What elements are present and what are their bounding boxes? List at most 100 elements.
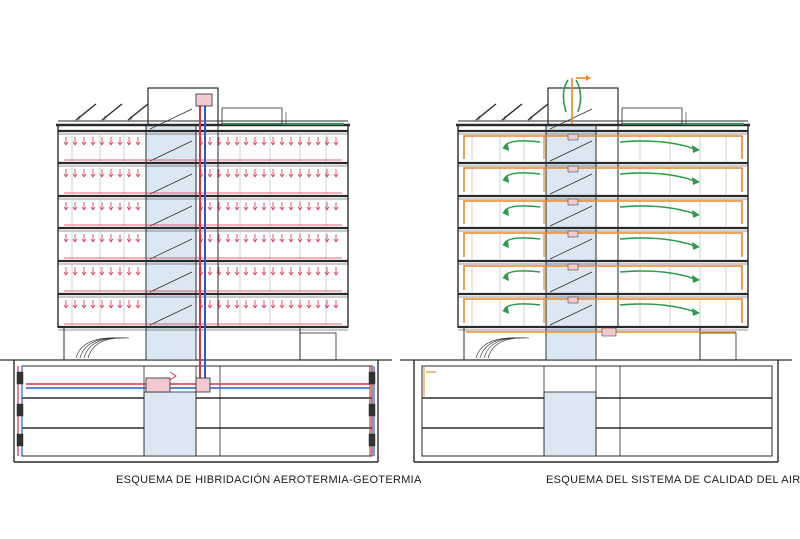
air-handling-box	[567, 198, 579, 206]
emitter-arrow-head	[261, 238, 267, 243]
geothermal-probe	[368, 433, 376, 447]
emitter-arrow-head	[333, 206, 339, 211]
emitter-arrow-head	[279, 271, 285, 276]
airflow-arrow-head	[502, 144, 509, 151]
emitter-arrow-head	[126, 304, 132, 309]
emitter-arrow-head	[207, 304, 213, 309]
stair-flight-6	[549, 304, 593, 326]
stair-flight-4	[549, 238, 593, 260]
emitter-arrow-head	[108, 271, 114, 276]
emitter-arrow-head	[243, 271, 249, 276]
emitter-arrow-head	[261, 271, 267, 276]
emitter-arrow-head	[99, 304, 105, 309]
podium-air-unit	[601, 327, 617, 337]
emitter-arrow-head	[63, 304, 69, 309]
emitter-arrow-head	[243, 238, 249, 243]
emitter-arrow-head	[297, 173, 303, 178]
emitter-arrow-head	[243, 206, 249, 211]
emitter-arrow-head	[207, 141, 213, 146]
entrance-ramp-curve	[479, 337, 524, 359]
airflow-arrow-right	[619, 172, 699, 183]
entrance-ramp-curve	[483, 337, 527, 359]
supply-duct	[463, 232, 743, 257]
emitter-arrow-head	[63, 206, 69, 211]
airflow-arrow-left	[503, 237, 541, 246]
emitter-arrow-head	[252, 141, 258, 146]
airflow-arrow-head	[692, 145, 700, 153]
stair-flight-2	[149, 173, 193, 195]
plant-room-volume	[621, 107, 683, 126]
airflow-arrow-left	[503, 303, 541, 312]
emitter-arrow-head	[333, 238, 339, 243]
emitter-arrow-head	[252, 238, 258, 243]
entrance-ramp-curve	[87, 337, 130, 359]
emitter-arrow-head	[81, 271, 87, 276]
emitter-arrow-head	[126, 206, 132, 211]
stair-flight-3	[149, 205, 193, 227]
geothermal-probe	[368, 403, 376, 417]
emitter-arrow-head	[234, 271, 240, 276]
basement-stair-core	[143, 391, 197, 457]
airflow-arrow-head	[692, 210, 700, 218]
emitter-arrow-head	[324, 271, 330, 276]
emitter-arrow-head	[117, 173, 123, 178]
emitter-arrow-head	[63, 173, 69, 178]
emitter-arrow-head	[135, 238, 141, 243]
emitter-arrow-head	[99, 206, 105, 211]
emitter-arrow-head	[117, 304, 123, 309]
supply-duct	[463, 135, 743, 159]
emitter-arrow-head	[216, 141, 222, 146]
emitter-arrow-head	[306, 206, 312, 211]
emitter-arrow-head	[72, 206, 78, 211]
entrance-ramp-curve	[79, 337, 124, 359]
airflow-arrow-right	[619, 140, 699, 151]
exhaust-arrow-head	[586, 75, 591, 81]
air-handling-box	[567, 165, 579, 173]
emitter-arrow-head	[216, 271, 222, 276]
emitter-arrow-head	[108, 304, 114, 309]
geothermal-probe	[16, 371, 24, 385]
emitter-arrow-head	[324, 304, 330, 309]
airflow-arrow-right	[619, 205, 699, 216]
emitter-arrow-head	[81, 206, 87, 211]
emitter-arrow-head	[81, 304, 87, 309]
emitter-arrow-head	[72, 271, 78, 276]
emitter-arrow-head	[108, 238, 114, 243]
emitter-arrow-head	[135, 304, 141, 309]
emitter-arrow-head	[207, 206, 213, 211]
air-handling-box	[567, 133, 579, 141]
stair-flight-1	[549, 140, 593, 162]
caption-air-quality-scheme: ESQUEMA DEL SISTEMA DE CALIDAD DEL AIRE	[546, 474, 800, 486]
emitter-arrow-head	[315, 173, 321, 178]
supply-duct	[463, 298, 743, 323]
emitter-arrow-head	[135, 173, 141, 178]
supply-duct	[463, 265, 743, 290]
stair-flight-1	[149, 140, 193, 162]
emitter-arrow-head	[126, 173, 132, 178]
emitter-arrow-head	[216, 173, 222, 178]
emitter-arrow-head	[279, 304, 285, 309]
emitter-arrow-head	[270, 238, 276, 243]
emitter-arrow-head	[288, 206, 294, 211]
emitter-arrow-head	[306, 238, 312, 243]
emitter-arrow-head	[207, 271, 213, 276]
emitter-arrow-head	[252, 271, 258, 276]
emitter-arrow-head	[225, 271, 231, 276]
emitter-arrow-head	[234, 304, 240, 309]
podium-annex	[699, 332, 737, 361]
emitter-arrow-head	[306, 173, 312, 178]
emitter-arrow-head	[324, 206, 330, 211]
emitter-arrow-head	[207, 238, 213, 243]
emitter-arrow-head	[333, 304, 339, 309]
fresh-air-intake	[562, 79, 569, 113]
plant-room-volume	[221, 107, 283, 126]
emitter-arrow-head	[288, 304, 294, 309]
airflow-arrow-left	[503, 172, 541, 181]
airflow-arrow-head	[692, 177, 700, 185]
emitter-arrow-head	[288, 173, 294, 178]
airflow-arrow-head	[502, 176, 509, 183]
emitter-arrow-head	[315, 206, 321, 211]
emitter-arrow-head	[90, 206, 96, 211]
emitter-arrow-head	[90, 173, 96, 178]
